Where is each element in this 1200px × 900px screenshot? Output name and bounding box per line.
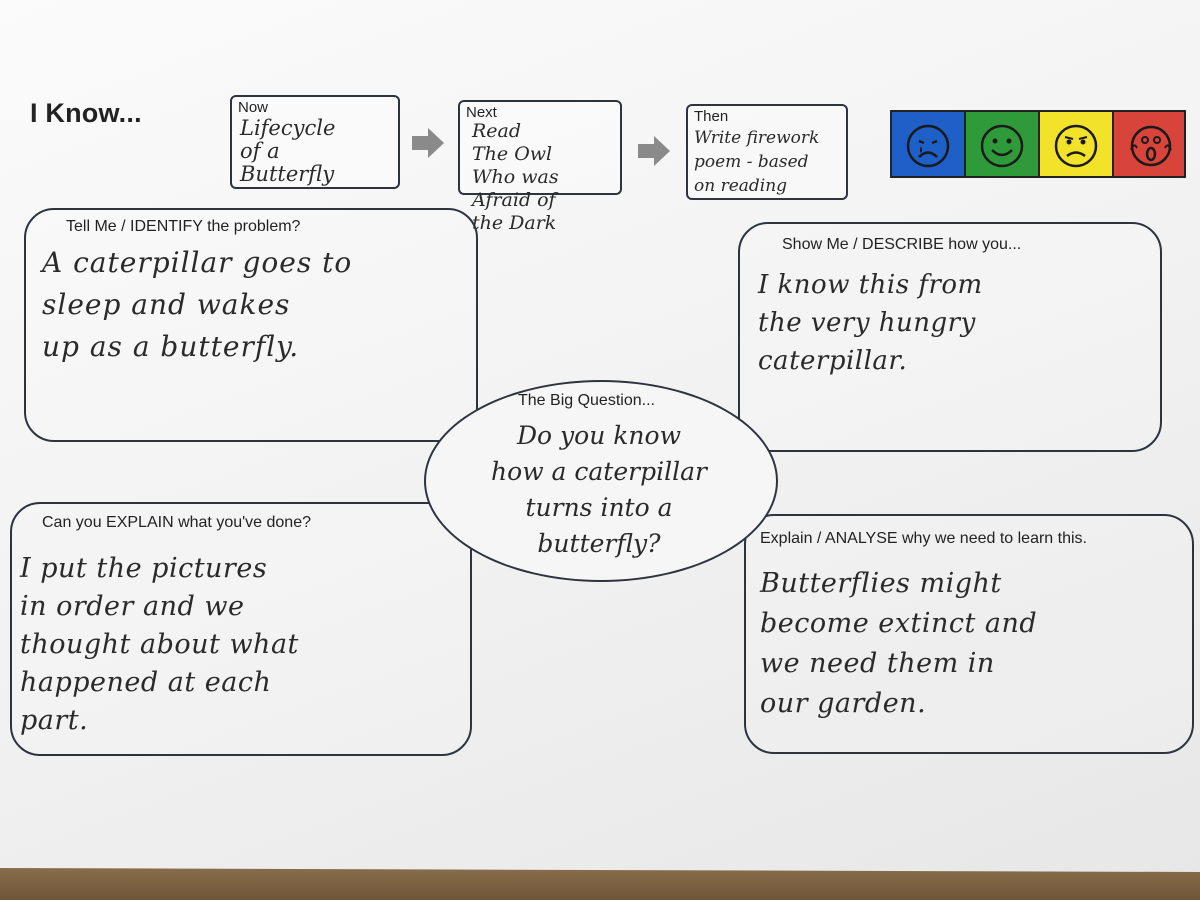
arrow-right-icon bbox=[638, 136, 670, 166]
identify-box: Tell Me / IDENTIFY the problem? A caterp… bbox=[24, 208, 478, 442]
big-question-label: The Big Question... bbox=[518, 392, 655, 409]
describe-box: Show Me / DESCRIBE how you... I know thi… bbox=[738, 222, 1162, 452]
step-next-label: Next bbox=[466, 104, 497, 121]
step-now-text: Lifecycle of a Butterfly bbox=[240, 116, 336, 186]
analyse-answer: Butterflies might become extinct and we … bbox=[760, 568, 1038, 719]
describe-label: Show Me / DESCRIBE how you... bbox=[782, 236, 1022, 253]
step-now-label: Now bbox=[238, 99, 269, 116]
explain-label: Can you EXPLAIN what you've done? bbox=[42, 514, 311, 531]
analyse-label: Explain / ANALYSE why we need to learn t… bbox=[760, 530, 1087, 547]
step-next-box: Next Read The Owl Who was Afraid of the … bbox=[458, 100, 622, 234]
frown-face-icon bbox=[1040, 112, 1114, 176]
identify-answer: A caterpillar goes to sleep and wakes up… bbox=[42, 246, 353, 363]
step-then-label: Then bbox=[694, 108, 729, 125]
explain-box: Can you EXPLAIN what you've done? I put … bbox=[10, 502, 472, 756]
worksheet: I Know... Now Lifecycle of a Butterfly N… bbox=[0, 0, 1200, 872]
arrow-right-icon bbox=[412, 128, 444, 158]
happy-face-icon bbox=[966, 112, 1040, 176]
explain-answer: I put the pictures in order and we thoug… bbox=[20, 553, 299, 736]
step-then-box: Then Write firework poem - based on read… bbox=[686, 104, 848, 200]
step-next-text: Read The Owl Who was Afraid of the Dark bbox=[472, 120, 559, 234]
step-now-box: Now Lifecycle of a Butterfly bbox=[230, 95, 400, 189]
identify-label: Tell Me / IDENTIFY the problem? bbox=[66, 218, 301, 235]
scared-face-icon bbox=[1114, 112, 1184, 176]
sad-face-icon bbox=[892, 112, 966, 176]
describe-answer: I know this from the very hungry caterpi… bbox=[758, 270, 983, 376]
step-then-text: Write firework poem - based on reading bbox=[694, 128, 820, 196]
big-question-ellipse: The Big Question... Do you know how a ca… bbox=[424, 380, 778, 582]
big-question-answer: Do you know how a caterpillar turns into… bbox=[491, 421, 707, 558]
page-title: I Know... bbox=[30, 98, 142, 128]
analyse-box: Explain / ANALYSE why we need to learn t… bbox=[744, 514, 1194, 754]
emotion-scale bbox=[890, 110, 1186, 178]
